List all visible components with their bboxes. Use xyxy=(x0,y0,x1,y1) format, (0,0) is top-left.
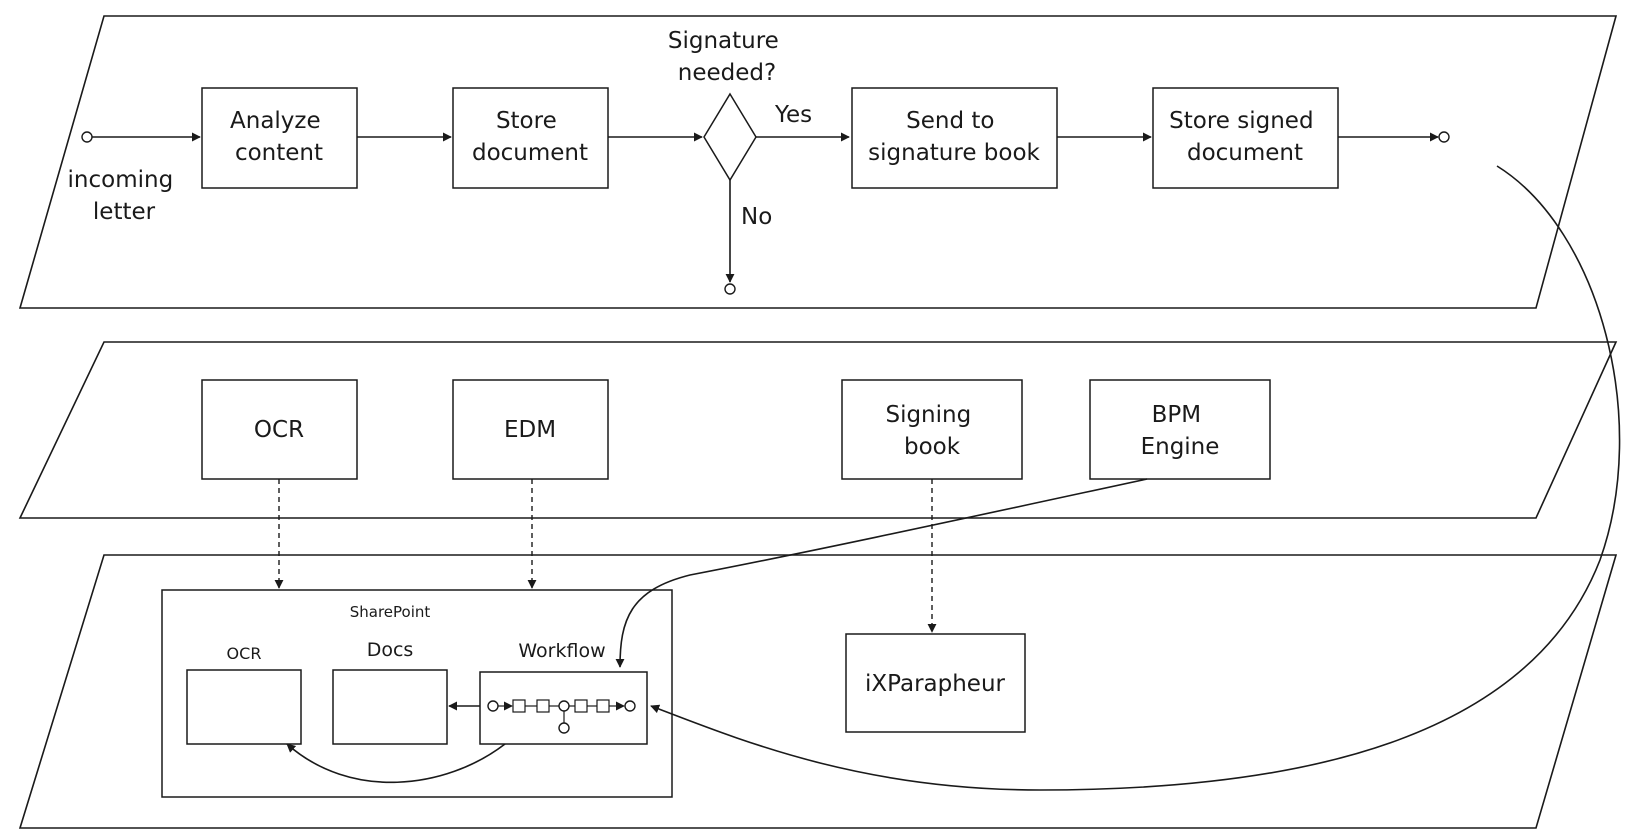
sp-docs-title: Docs xyxy=(367,639,414,661)
edm-application xyxy=(452,379,609,480)
end-event xyxy=(1438,131,1450,143)
signing-book-label: Signing book xyxy=(885,402,978,460)
yes-label: Yes xyxy=(774,102,812,128)
sp-workflow-title: Workflow xyxy=(518,640,605,662)
analyze-content-task xyxy=(201,87,358,189)
start-event-label: incoming letter xyxy=(68,167,181,225)
ixparapheur-node xyxy=(845,633,1026,733)
edm-application-label: EDM xyxy=(504,417,556,443)
sp-ocr-box xyxy=(186,669,302,745)
workflow-to-ocr-link xyxy=(286,743,506,784)
store-signed-document-label: Store signed document xyxy=(1169,108,1321,166)
ocr-application-label: OCR xyxy=(254,417,304,443)
send-to-signature-book-label: Send to signature book xyxy=(868,108,1040,166)
sharepoint-title: SharePoint xyxy=(350,603,431,621)
bpm-engine-label: BPM Engine xyxy=(1141,402,1220,460)
send-to-signature-book-task xyxy=(851,87,1058,189)
ixparapheur-label: iXParapheur xyxy=(865,671,1006,697)
store-document-label: Store document xyxy=(472,108,588,166)
bpm-engine-application xyxy=(1089,379,1271,480)
bpm-engine-to-workflow-link xyxy=(615,478,1148,668)
no-end-event xyxy=(724,283,736,295)
analyze-content-label: Analyze content xyxy=(230,108,328,166)
store-document-task xyxy=(452,87,609,189)
store-signed-document-task xyxy=(1152,87,1339,189)
sp-ocr-title: OCR xyxy=(227,644,262,663)
no-label: No xyxy=(741,204,772,230)
mini-workflow-icon xyxy=(487,699,636,734)
process-to-workflow-link xyxy=(650,165,1621,791)
sp-docs-box xyxy=(332,669,448,745)
start-event xyxy=(81,131,93,143)
ocr-application xyxy=(201,379,358,480)
decision-label: Signature needed? xyxy=(668,28,786,86)
signing-book-application xyxy=(841,379,1023,480)
